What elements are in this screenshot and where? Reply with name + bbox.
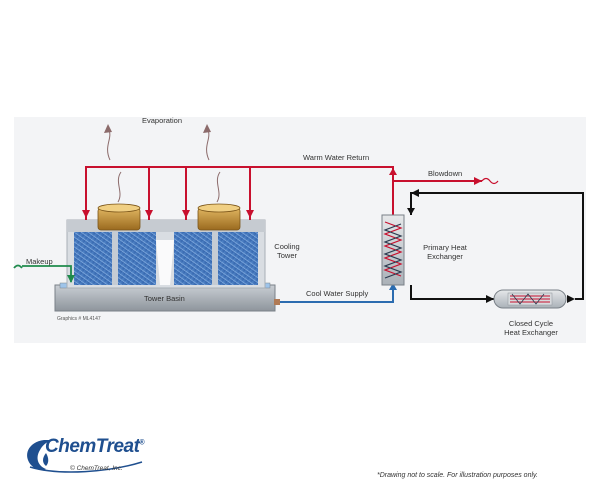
label-cooling-tower: Cooling Tower (270, 242, 304, 261)
makeup-pipe (13, 264, 72, 282)
label-cooling-tower-line-2: Tower (276, 251, 297, 261)
chemtreat-logo-mark (27, 440, 143, 473)
closed-cycle-heat-exchanger (493, 289, 567, 309)
label-evaporation: Evaporation (142, 116, 183, 125)
arrow-return-left (411, 189, 419, 197)
arrow-evap-right (203, 124, 211, 133)
closed-loop-pipe (410, 192, 584, 300)
arrow-down-primary (407, 208, 415, 215)
blowdown-outlet (481, 177, 499, 185)
label-primary-hx-line-1: Primary Heat (423, 243, 467, 252)
chemtreat-logo: ChemTreat® © ChemTreat, Inc. (22, 428, 152, 484)
label-closed-cycle-line-2: Heat Exchanger (504, 328, 558, 338)
plume-left (107, 127, 111, 161)
fan-left (97, 203, 141, 231)
arrow-out-closed-hx (567, 295, 575, 303)
primary-heat-exchanger (381, 214, 405, 286)
arrow-up-return (389, 168, 397, 175)
logo-copyright: © ChemTreat, Inc. (70, 465, 123, 472)
arrow-down-4 (246, 210, 254, 218)
plume-right (206, 127, 210, 161)
basin-outlet (274, 299, 280, 305)
logo-trademark: ® (139, 439, 145, 447)
arrow-down-2 (145, 210, 153, 218)
arrow-up-supply (389, 283, 397, 290)
label-graphics-id: Graphics # ML4147 (57, 316, 101, 322)
label-cool-water-supply: Cool Water Supply (306, 289, 369, 298)
arrow-evap-left (104, 124, 112, 133)
evaporation-plumes (107, 127, 221, 203)
arrow-blowdown (474, 177, 482, 185)
label-closed-cycle-line-1: Closed Cycle (508, 319, 554, 328)
logo-brand-name: ChemTreat (45, 436, 140, 457)
label-primary-hx-line-2: Exchanger (427, 252, 463, 262)
logo-wordmark: ChemTreat® (45, 436, 145, 458)
arrow-down-3 (182, 210, 190, 218)
arrow-down-1 (82, 210, 90, 218)
arrow-to-closed-hx (486, 295, 494, 303)
label-makeup: Makeup (26, 257, 53, 266)
label-closed-cycle-heat-exchanger: Closed Cycle Heat Exchanger (494, 319, 568, 338)
footnote: *Drawing not to scale. For illustration … (377, 472, 538, 479)
label-blowdown: Blowdown (428, 169, 463, 178)
fan-right (197, 203, 241, 231)
tower-basin (54, 282, 276, 312)
arrow-makeup (67, 275, 75, 283)
label-tower-basin: Tower Basin (144, 294, 185, 303)
label-cooling-tower-line-1: Cooling (274, 242, 300, 251)
label-warm-water-return: Warm Water Return (303, 153, 370, 162)
label-primary-heat-exchanger: Primary Heat Exchanger (416, 243, 474, 262)
